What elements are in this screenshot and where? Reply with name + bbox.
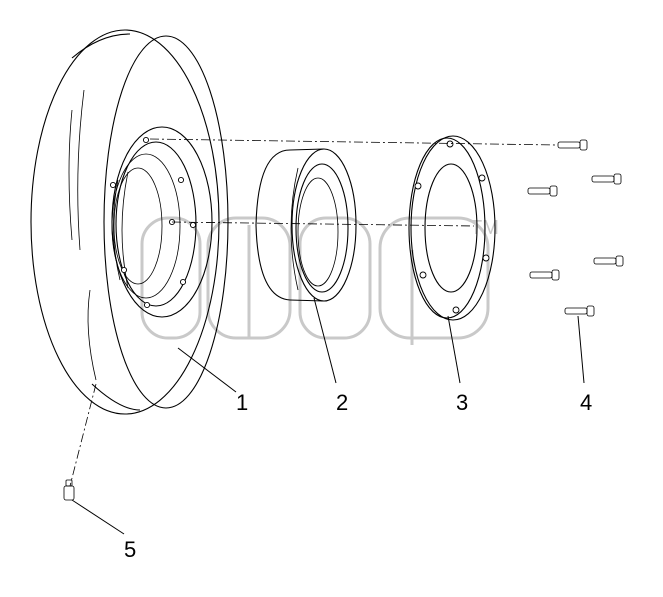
alignment-centerlines [69, 138, 557, 487]
grease-fitting-part [63, 479, 75, 501]
bolt-upper-right [591, 173, 622, 185]
callout-3: 3 [456, 390, 468, 415]
pulley-wheel-part [30, 29, 229, 415]
leader-lines [71, 297, 585, 535]
bolt-lower-left [529, 269, 560, 281]
bushing-part [255, 148, 357, 302]
callout-2: 2 [336, 390, 348, 415]
bolt-top [557, 139, 588, 151]
callout-5: 5 [124, 537, 136, 562]
callout-4: 4 [580, 390, 592, 415]
bolt-set-part [527, 139, 624, 317]
bolt-bottom [564, 305, 595, 317]
flange-plate-part [408, 135, 496, 321]
bolt-upper-left [527, 185, 558, 197]
bolt-lower-right [593, 255, 624, 267]
callout-1: 1 [236, 390, 248, 415]
